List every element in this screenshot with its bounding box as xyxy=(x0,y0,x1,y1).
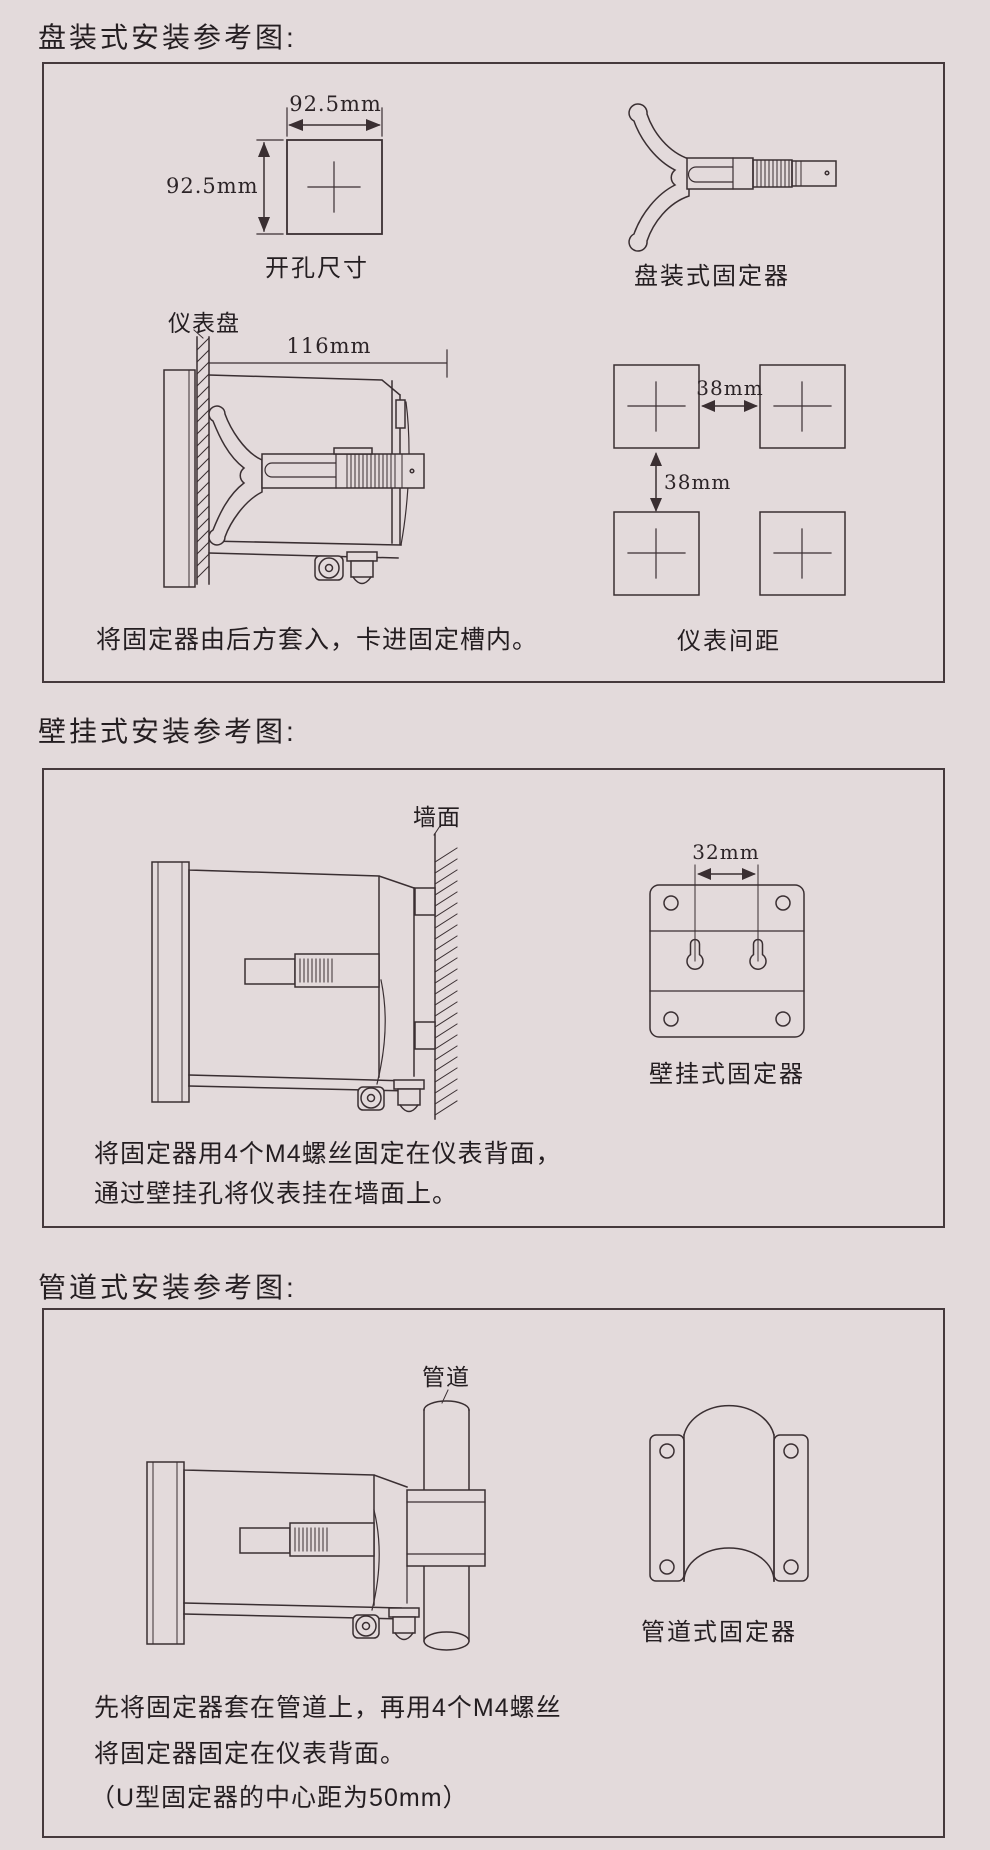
wall-bracket-drawing xyxy=(649,864,805,1038)
panel-instruction: 将固定器由后方套入，卡进固定槽内。 xyxy=(96,626,539,654)
panel-retainer-drawing xyxy=(628,103,837,252)
v-spacing-dim-label: 38mm xyxy=(664,470,732,494)
pipe-mount-frame: 管道 管道式固定器 先将固定器套在管道上，再用4个M4螺丝 将固定器固定在仪表背… xyxy=(42,1308,945,1838)
hole-spacing-dim-label: 32mm xyxy=(692,840,760,864)
spacing-squares-drawing xyxy=(613,364,846,596)
panel-instrument-drawing xyxy=(163,369,425,588)
wall-drawing xyxy=(433,825,458,1120)
pipe-label: 管道 xyxy=(422,1364,470,1390)
pipe-instrument-drawing xyxy=(146,1461,486,1645)
panel-mount-frame: 92.5mm 92.5mm 开孔尺寸 盘装式固定器 仪表盘 116mm 38mm… xyxy=(42,62,945,683)
pipe-instruction-line3: （U型固定器的中心距为50mm） xyxy=(90,1784,469,1812)
section-title-pipe-mount: 管道式安装参考图: xyxy=(38,1272,297,1303)
pipe-instruction-line1: 先将固定器套在管道上，再用4个M4螺丝 xyxy=(94,1694,562,1722)
wall-mount-diagram xyxy=(151,825,805,1120)
cutout-caption: 开孔尺寸 xyxy=(265,255,369,282)
wall-surface-label: 墙面 xyxy=(413,804,461,830)
wall-retainer-caption: 壁挂式固定器 xyxy=(649,1061,805,1088)
wall-mount-frame: 墙面 32mm 壁挂式固定器 将固定器用4个M4螺丝固定在仪表背面， 通过壁挂孔… xyxy=(42,768,945,1228)
cutout-width-dim-label: 92.5mm xyxy=(289,92,382,116)
spacing-caption: 仪表间距 xyxy=(677,628,781,655)
pipe-mount-diagram xyxy=(146,1389,809,1651)
cutout-height-dim-label: 92.5mm xyxy=(166,174,259,198)
pipe-instruction-line2: 将固定器固定在仪表背面。 xyxy=(94,1740,407,1768)
pipe-bracket-drawing xyxy=(649,1404,809,1582)
panel-mount-diagram xyxy=(163,103,846,596)
panel-wall-label: 仪表盘 xyxy=(168,310,240,336)
depth-dim-label: 116mm xyxy=(286,334,372,358)
h-spacing-dim-label: 38mm xyxy=(696,376,764,400)
depth-dimension-line xyxy=(208,349,448,378)
panel-retainer-caption: 盘装式固定器 xyxy=(634,263,790,290)
wall-instruction-line1: 将固定器用4个M4螺丝固定在仪表背面， xyxy=(94,1140,562,1168)
wall-instruction-line2: 通过壁挂孔将仪表挂在墙面上。 xyxy=(94,1180,459,1208)
panel-wall-drawing xyxy=(193,329,210,585)
section-title-wall-mount: 壁挂式安装参考图: xyxy=(38,716,297,747)
pipe-retainer-caption: 管道式固定器 xyxy=(641,1619,797,1646)
cutout-square-drawing xyxy=(256,107,383,235)
section-title-panel-mount: 盘装式安装参考图: xyxy=(38,22,297,53)
wall-instrument-drawing xyxy=(151,861,436,1113)
